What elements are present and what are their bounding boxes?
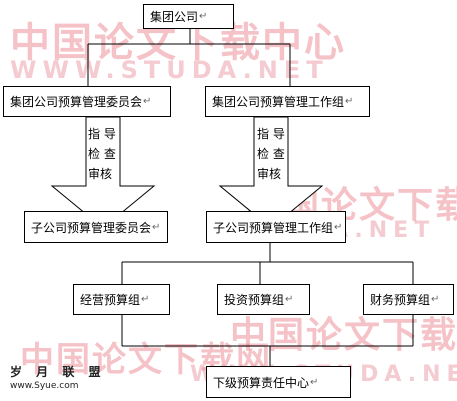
node-sub-committee: 子公司预算管理委员会↵ <box>24 211 168 243</box>
node-investment: 投资预算组↵ <box>217 284 310 315</box>
left-arrow-label: 指 导 检 查 审核 <box>88 127 116 181</box>
right-block-arrow <box>218 116 324 229</box>
node-responsibility: 下级预算责任中心↵ <box>206 366 351 398</box>
node-group-committee: 集团公司预算管理委员会↵ <box>3 86 171 117</box>
node-group-workgroup: 集团公司预算管理工作组↵ <box>205 86 370 117</box>
watermark-text-tail: 中国论文下载 <box>230 315 457 356</box>
site-logo: 岁 月 联 盟 www.Syue.com <box>10 365 106 391</box>
node-sub-workgroup: 子公司预算管理工作组↵ <box>206 211 346 243</box>
left-block-arrow <box>50 116 156 229</box>
watermark-url: WWW.STUDA.NET <box>10 56 329 84</box>
node-finance: 财务预算组↵ <box>363 284 454 315</box>
right-arrow-label: 指 导 检 查 审核 <box>257 127 285 181</box>
node-operating: 经营预算组↵ <box>73 284 170 315</box>
node-group: 集团公司↵ <box>143 4 234 29</box>
